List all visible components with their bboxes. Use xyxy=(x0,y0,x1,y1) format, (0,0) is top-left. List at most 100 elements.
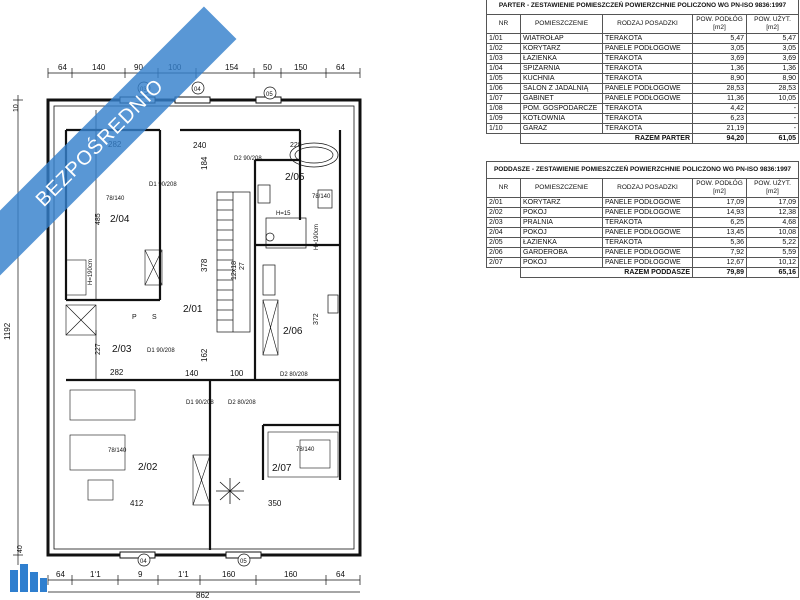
label-h190-left: H=190cm xyxy=(88,259,94,285)
header-usable-area: POW. UŻYT. [m2] xyxy=(745,178,800,198)
staircase xyxy=(216,191,251,333)
table-cell: 1/10 xyxy=(486,123,521,134)
table-cell: KOTŁOWNIA xyxy=(520,113,603,124)
table-cell: 1/07 xyxy=(486,93,521,104)
table-cell: 14,93 xyxy=(692,207,747,218)
sum-label: RAZEM PODDASZE xyxy=(520,267,693,278)
table-cell: 5,36 xyxy=(692,237,747,248)
dim-184: 184 xyxy=(200,156,209,170)
table-cell: 28,53 xyxy=(692,83,747,94)
table-cell: PANELE PODŁOGOWE xyxy=(602,227,693,238)
table-cell: PANELE PODŁOGOWE xyxy=(602,43,693,54)
door-label-d1-a: D1 90/208 xyxy=(149,182,177,188)
table-cell: 11,36 xyxy=(692,93,747,104)
bottom-dim-1: 64 xyxy=(56,570,65,579)
header-nr: NR xyxy=(486,14,521,34)
window-code-circles xyxy=(137,81,277,567)
top-dim-1: 64 xyxy=(58,63,67,72)
table-cell: PANELE PODŁOGOWE xyxy=(602,93,693,104)
dim-350: 350 xyxy=(268,499,282,508)
dim-27: 27 xyxy=(239,262,246,270)
left-dim-small-2: 40 xyxy=(17,545,24,553)
table-cell: 3,05 xyxy=(692,43,747,54)
top-dim-5: 154 xyxy=(225,63,239,72)
dim-100: 100 xyxy=(230,369,244,378)
left-dim-485: 485 xyxy=(95,213,102,225)
table-parter-header: NR POMIESZCZENIE RODZAJ POSADZKI POW. PO… xyxy=(486,14,800,34)
sum-usable: 65,16 xyxy=(745,267,800,278)
dim-stairs: 12x18 xyxy=(231,261,238,280)
dim-282-mid: 282 xyxy=(110,368,124,377)
table-poddasze: PODDASZE - ZESTAWIENIE POMIESZCZEŃ POWIE… xyxy=(485,161,800,278)
header-nr: NR xyxy=(486,178,521,198)
table-cell: 6,23 xyxy=(692,113,747,124)
floor-plan: 64 140 90 100 154 50 150 64 1192 10 40 4… xyxy=(3,63,362,600)
table-cell: 17,09 xyxy=(745,197,800,208)
room-label-2-01: 2/01 xyxy=(183,304,203,315)
table-cell: ŁAZIENKA xyxy=(520,53,603,64)
window-code-05: 05 xyxy=(266,92,273,98)
table-cell: 2/03 xyxy=(486,217,521,228)
bottom-dim-6: 160 xyxy=(284,570,298,579)
table-cell: 2/05 xyxy=(486,237,521,248)
table-cell: 1,36 xyxy=(745,63,800,74)
table-cell: GABINET xyxy=(520,93,603,104)
table-cell: 8,90 xyxy=(692,73,747,84)
furniture xyxy=(65,249,339,506)
table-cell: TERAKOTA xyxy=(602,113,693,124)
table-cell: POM. GOSPODARCZE xyxy=(520,103,603,114)
label-h15: H=15 xyxy=(276,211,291,217)
table-cell: POKÓJ xyxy=(520,227,603,238)
table-cell: 5,47 xyxy=(745,33,800,44)
left-dim-total: 1192 xyxy=(3,322,12,340)
sum-usable: 61,05 xyxy=(745,133,800,144)
room-label-2-02: 2/02 xyxy=(138,462,158,473)
bathroom-fixtures xyxy=(257,142,339,314)
table-cell: 5,47 xyxy=(692,33,747,44)
table-cell: PANELE PODŁOGOWE xyxy=(602,83,693,94)
table-cell: 17,09 xyxy=(692,197,747,208)
table-cell: 3,05 xyxy=(745,43,800,54)
room-label-2-03: 2/03 xyxy=(112,344,132,355)
table-cell: 7,92 xyxy=(692,247,747,258)
label-228: 228 xyxy=(290,142,302,149)
top-dim-8: 64 xyxy=(336,63,345,72)
table-cell: 12,67 xyxy=(692,257,747,268)
room-label-2-04: 2/04 xyxy=(110,214,130,225)
table-cell: POKÓJ xyxy=(520,257,603,268)
table-cell: 1/06 xyxy=(486,83,521,94)
label-h190-right: H=190cm xyxy=(314,224,320,250)
dim-140: 140 xyxy=(185,369,199,378)
table-cell: TERAKOTA xyxy=(602,63,693,74)
table-parter: PARTER - ZESTAWIENIE POMIESZCZEŃ POWIERZ… xyxy=(485,0,800,144)
table-cell: 1/03 xyxy=(486,53,521,64)
table-cell: 12,38 xyxy=(745,207,800,218)
table-cell: TERAKOTA xyxy=(602,123,693,134)
table-cell: 4,42 xyxy=(692,103,747,114)
table-cell: 1/08 xyxy=(486,103,521,114)
table-cell: 1/02 xyxy=(486,43,521,54)
table-cell: 3,69 xyxy=(692,53,747,64)
table-cell: 2/06 xyxy=(486,247,521,258)
table-cell: TERAKOTA xyxy=(602,73,693,84)
door-label-d2-a: D2 90/208 xyxy=(234,156,262,162)
company-logo-icon xyxy=(10,564,47,592)
sum-label: RAZEM PARTER xyxy=(520,133,693,144)
table-cell: - xyxy=(745,113,800,124)
table-poddasze-sum: RAZEM PODDASZE 79,89 65,16 xyxy=(487,267,800,278)
bottom-dim-7: 64 xyxy=(336,570,345,579)
table-cell: SALON Z JADALNIĄ xyxy=(520,83,603,94)
bottom-dim-3: 9 xyxy=(138,570,143,579)
table-cell: 10,12 xyxy=(745,257,800,268)
